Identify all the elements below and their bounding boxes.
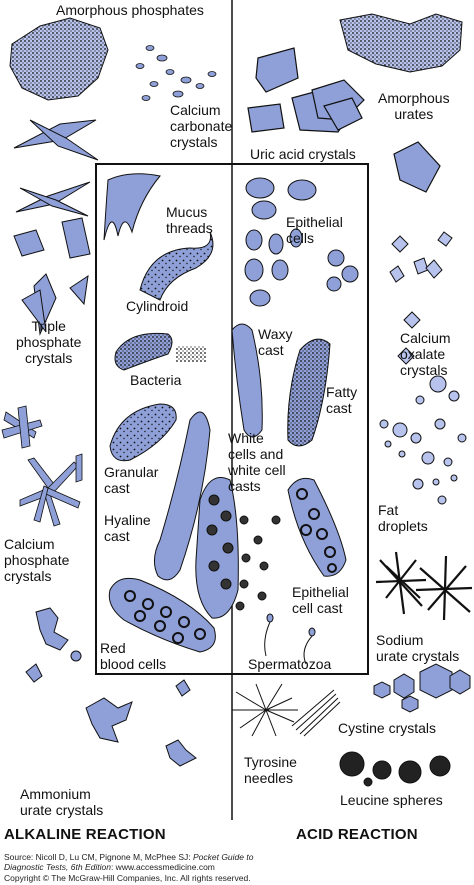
amorphous-urates-drawing xyxy=(339,13,463,73)
label-tyrosine: Tyrosine needles xyxy=(244,754,297,786)
calcium-oxalate-drawing xyxy=(389,231,453,365)
label-cystine: Cystine crystals xyxy=(338,720,437,736)
cylindroid-drawing xyxy=(139,231,214,301)
label-calcium-oxalate: Calcium oxalate crystals xyxy=(400,330,451,378)
label-granular-cast: Granular cast xyxy=(104,464,159,496)
label-triple-phosphate: Triple phosphate crystals xyxy=(16,318,82,366)
label-fatty-cast: Fatty cast xyxy=(326,384,358,416)
label-white-cells: White cells and white cell casts xyxy=(228,430,286,494)
source-title-2: Diagnostic Tests, 6th Edition xyxy=(4,862,111,872)
label-red-blood-cells: Red blood cells xyxy=(100,640,167,672)
cystine-crystals-drawing xyxy=(373,663,471,713)
mucus-threads-drawing xyxy=(103,173,161,241)
label-amorphous-urates: Amorphous urates xyxy=(378,90,450,122)
calcium-carbonate-crystals-drawing xyxy=(135,45,217,101)
sodium-urate-drawing xyxy=(375,551,473,621)
waxy-cast-drawing xyxy=(231,323,263,438)
label-amorphous-phosphates: Amorphous phosphates xyxy=(56,2,204,18)
label-cylindroid: Cylindroid xyxy=(126,298,189,314)
label-waxy-cast: Waxy cast xyxy=(258,326,293,358)
label-epithelial-cells: Epithelial cells xyxy=(286,214,343,246)
source-line-1: Source: Nicoll D, Lu CM, Pignone M, McPh… xyxy=(4,852,253,862)
red-blood-cell-cast-drawing xyxy=(108,577,216,653)
label-uric-acid: Uric acid crystals xyxy=(250,146,356,162)
header-acid-reaction: ACID REACTION xyxy=(296,826,418,843)
label-leucine: Leucine spheres xyxy=(340,792,443,808)
label-calcium-phosphate: Calcium phosphate crystals xyxy=(4,536,70,584)
label-hyaline-cast: Hyaline cast xyxy=(104,512,151,544)
label-bacteria: Bacteria xyxy=(130,372,182,388)
label-ammonium-urate: Ammonium urate crystals xyxy=(20,786,104,818)
bacteria-drawing xyxy=(114,332,206,371)
source-suffix: : www.accessmedicine.com xyxy=(110,862,215,872)
central-frame xyxy=(95,163,369,675)
label-epithelial-cell-cast: Epithelial cell cast xyxy=(292,584,349,616)
amorphous-phosphates-drawing xyxy=(9,17,109,101)
source-copyright: Copyright © The McGraw-Hill Companies, I… xyxy=(4,873,251,883)
epithelial-cell-cast-drawing xyxy=(287,477,347,577)
granular-cast-drawing xyxy=(109,403,177,462)
source-title-1: Pocket Guide to xyxy=(192,852,254,862)
label-sodium-urate: Sodium urate crystals xyxy=(376,632,460,664)
header-alkaline-reaction: ALKALINE REACTION xyxy=(4,826,166,843)
triple-phosphate-drawing xyxy=(13,119,99,336)
hyaline-cast-drawing xyxy=(154,411,211,581)
label-spermatozoa: Spermatozoa xyxy=(248,656,332,672)
label-calcium-carbonate: Calcium carbonate crystals xyxy=(170,102,233,150)
white-cell-cast-drawing xyxy=(195,477,281,619)
calcium-phosphate-drawing xyxy=(1,405,83,527)
fatty-cast-drawing xyxy=(287,338,331,447)
epithelial-cells-drawing xyxy=(244,177,359,307)
label-fat-droplets: Fat droplets xyxy=(378,502,428,534)
label-mucus-threads: Mucus threads xyxy=(166,204,213,236)
fat-droplets-drawing xyxy=(379,375,467,505)
uric-acid-crystals-drawing xyxy=(247,47,441,193)
ammonium-urate-drawing xyxy=(25,607,197,767)
source-prefix: Source: Nicoll D, Lu CM, Pignone M, McPh… xyxy=(4,852,193,862)
leucine-spheres-drawing xyxy=(339,751,451,787)
tyrosine-needles-drawing xyxy=(232,683,341,737)
source-line-2: Diagnostic Tests, 6th Edition: www.acces… xyxy=(4,862,215,872)
spermatozoa-drawing xyxy=(264,613,316,665)
